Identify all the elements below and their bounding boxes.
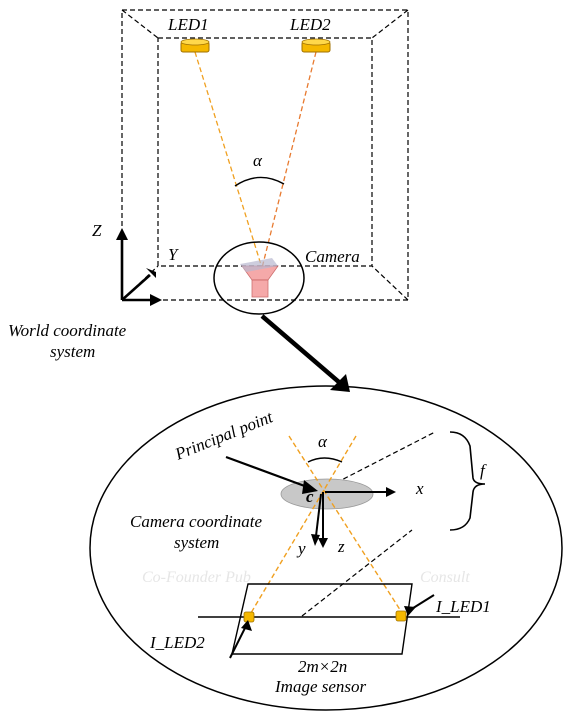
camera-axis-y-label: y xyxy=(296,539,306,558)
sensor-name-label: Image sensor xyxy=(274,677,367,696)
led2-icon xyxy=(301,38,331,53)
angle-label-top: α xyxy=(253,151,263,170)
i-led2-arrow xyxy=(229,620,252,659)
camera-coord-label-line2: system xyxy=(174,533,219,552)
svg-text:Consult: Consult xyxy=(420,569,470,586)
sensor-size-label: 2m×2n xyxy=(298,657,347,676)
led1-ray xyxy=(194,51,263,269)
room-edge-br xyxy=(371,265,409,301)
angle-label-bottom: α xyxy=(318,432,328,451)
i-led1-label: I_LED1 xyxy=(435,597,491,616)
image-point-led1 xyxy=(395,610,407,622)
focal-length-brace xyxy=(449,431,486,531)
camera-label: Camera xyxy=(305,247,360,266)
angle-arc-top xyxy=(234,176,285,187)
image-point-led2 xyxy=(243,611,255,623)
svg-text:Co-Founder Pub: Co-Founder Pub xyxy=(142,569,251,586)
principal-point-arrow xyxy=(225,455,318,494)
led2-ray xyxy=(261,51,317,269)
zoom-arrow xyxy=(260,314,350,392)
world-axis-z-label: Z xyxy=(92,221,102,240)
camera-icon xyxy=(240,258,279,298)
camera-axis-x-label: x xyxy=(415,479,424,498)
i-led1-arrow xyxy=(404,594,435,616)
led1-label: LED1 xyxy=(167,15,209,34)
angle-arc-bottom xyxy=(307,457,343,463)
i-led2-label: I_LED2 xyxy=(149,633,205,652)
camera-coord-label-line1: Camera coordinate xyxy=(130,512,263,531)
led2-label: LED2 xyxy=(289,15,331,34)
room-edge-tr xyxy=(371,9,409,39)
center-label: c xyxy=(306,487,314,506)
world-coord-label-line2: system xyxy=(50,342,95,361)
principal-point-label: Principal point xyxy=(171,407,276,464)
zoom-detail-ellipse xyxy=(89,385,563,711)
world-coord-label-line1: World coordinate xyxy=(8,321,127,340)
image-ray-led1 xyxy=(288,435,405,617)
camera-highlight-ellipse xyxy=(213,241,305,315)
focal-length-label: f xyxy=(480,461,487,480)
led1-icon xyxy=(180,38,210,53)
image-ray-led2 xyxy=(247,435,357,619)
camera-axis-z-label: z xyxy=(337,537,345,556)
focal-guide-lines xyxy=(301,431,436,617)
image-sensor-plane xyxy=(231,583,413,655)
camera-axes xyxy=(311,487,396,548)
room-edge-tl xyxy=(121,9,159,39)
room-inner-frame xyxy=(157,37,373,267)
world-axes xyxy=(116,228,162,306)
world-axis-y-label: Y xyxy=(168,245,179,264)
